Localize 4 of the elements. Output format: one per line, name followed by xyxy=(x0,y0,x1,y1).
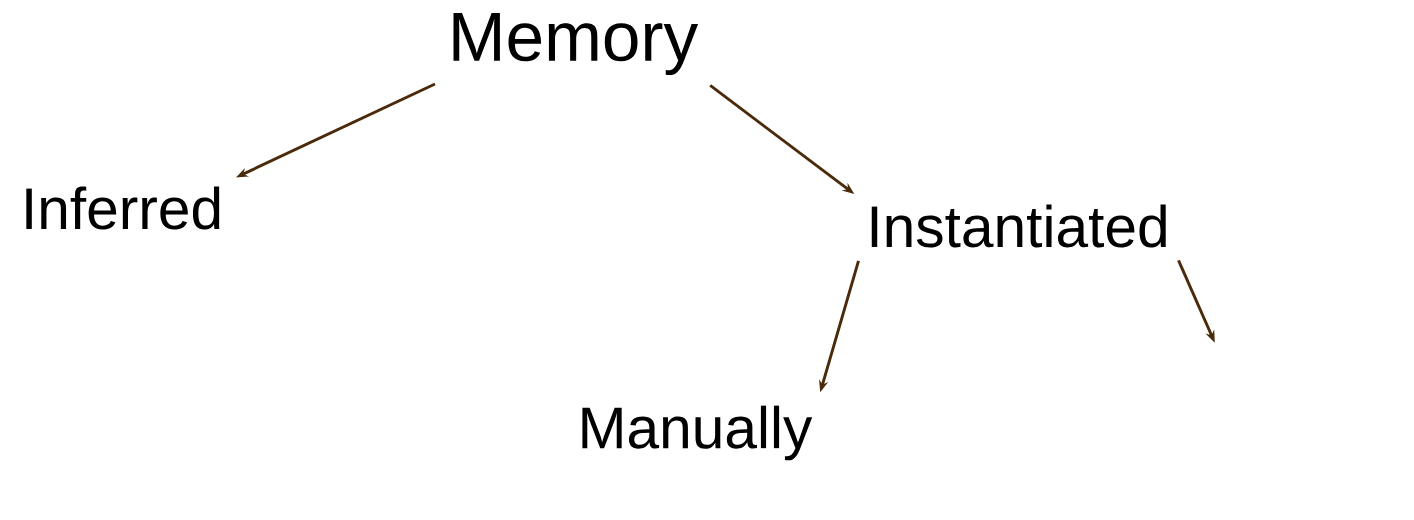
node-label: Instantiated xyxy=(871,204,1166,248)
node-label: Inferred xyxy=(26,186,220,230)
node-label: Manually xyxy=(582,405,813,461)
node-label: Memory xyxy=(453,12,699,76)
